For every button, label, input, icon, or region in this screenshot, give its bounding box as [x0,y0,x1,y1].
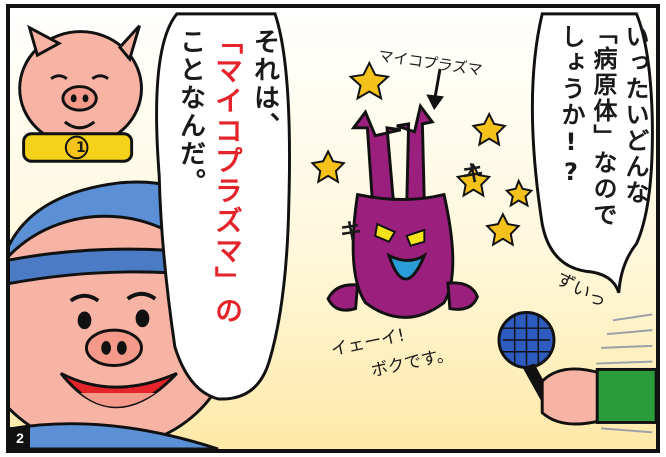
pig-badge-number: 1 [76,140,86,156]
comic-panel: それは、 「マイコプラズマ」の ことなんだ。 いったいどんな 「病原体」なので … [6,4,660,453]
interviewer-arm [540,367,656,426]
speech-right-line3: しょうか!? [557,24,585,188]
sfx-ki-right: キ [462,162,485,187]
speech-left-line2-highlight: 「マイコプラズマ」の [211,26,244,326]
speech-right-line1: いったいどんな [621,24,649,206]
speech-right-line2: 「病原体」なので [589,20,617,228]
mycoplasma-creature [326,102,479,319]
speech-bubble-right [530,12,654,294]
panel-artwork [10,12,656,449]
speech-left-line3: ことなんだ。 [175,28,206,196]
pig-background-character [18,24,143,163]
panel-number: 2 [10,427,30,449]
sfx-ki-left: キ [340,220,363,245]
speech-left-line1: それは、 [249,28,280,140]
sparkle-stars [310,60,534,247]
speech-bubble-left [155,12,291,401]
